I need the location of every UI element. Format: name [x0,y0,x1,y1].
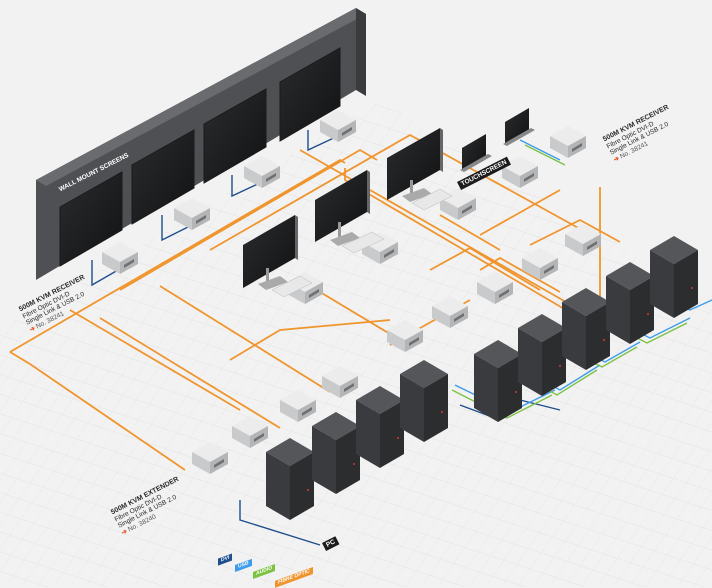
pc-tower [562,288,610,370]
wall-screen-4 [279,47,341,142]
pc-tower [474,340,522,422]
kvm-box [192,442,228,474]
power-led-icon [353,463,355,465]
desk-monitor-1 [243,215,313,298]
kvm-box [565,224,601,256]
kvm-box [244,156,280,188]
power-led-icon [603,339,605,341]
kvm-box [280,390,316,422]
power-led-icon [647,313,649,315]
touchscreen-1 [460,134,492,172]
pc-tower [650,236,698,318]
kvm-box [550,126,586,158]
kvm-box [320,110,356,142]
kvm-box [232,416,268,448]
kvm-units [102,110,601,474]
pc-tower [606,262,654,344]
power-led-icon [397,437,399,439]
kvm-box [432,296,468,328]
power-led-icon [559,365,561,367]
touchscreen-2 [503,108,535,146]
pc-tower [266,438,314,520]
kvm-box [477,272,513,304]
pc-tower [356,386,404,468]
pc-tower [400,360,448,442]
power-led-icon [691,287,693,289]
power-led-icon [441,411,443,413]
kvm-box [440,188,476,220]
pc-tower [312,412,360,494]
kvm-box [387,320,423,352]
kvm-box [102,242,138,274]
fibre-optic-cables [9,133,621,471]
wall-screen-3 [203,88,267,184]
power-led-icon [515,391,517,393]
desk-monitor-3 [387,128,453,211]
power-led-icon [307,489,309,491]
pc-tower [518,314,566,396]
pc-towers [266,236,698,520]
kvm-box [322,366,358,398]
kvm-box [522,248,558,280]
wall-screen-1 [59,171,123,267]
video-wall [36,8,366,280]
desk-monitor-2 [315,170,385,254]
kvm-box [502,156,538,188]
wall-screen-2 [131,129,195,225]
kvm-box [174,198,210,230]
